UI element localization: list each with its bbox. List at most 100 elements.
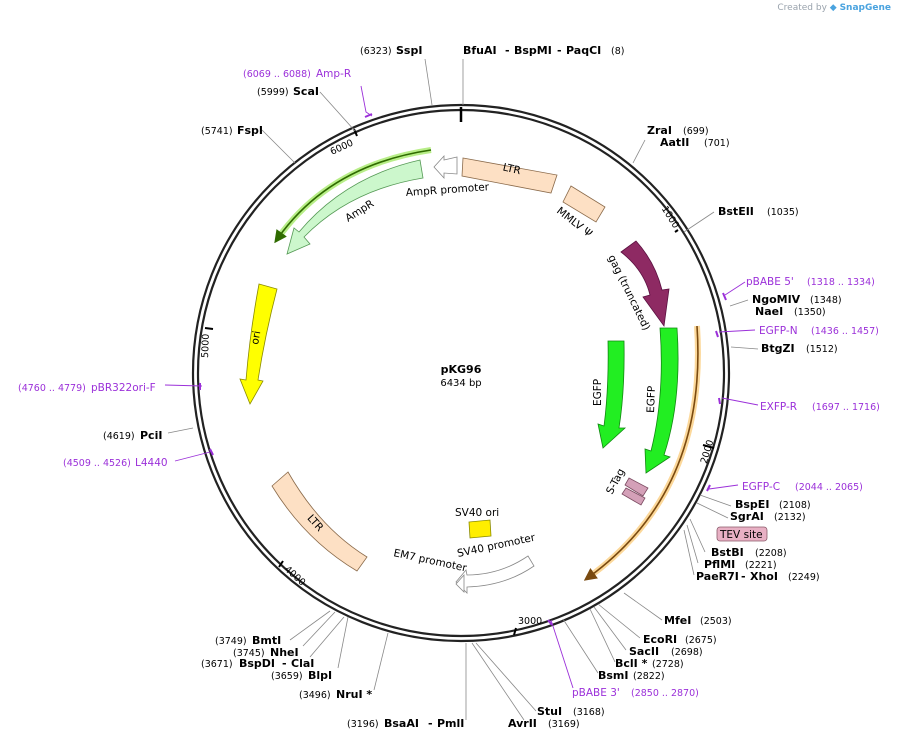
bcli-site[interactable]: BclI * <box>615 657 648 670</box>
aatii-position: (701) <box>704 138 730 149</box>
sspi-position: (6323) <box>360 46 392 57</box>
sv40-promoter-feature[interactable] <box>455 555 535 594</box>
bspmi-site[interactable]: BspMI <box>514 44 552 57</box>
btgzi-site[interactable]: BtgZI <box>761 342 795 355</box>
avrii-position: (3169) <box>548 719 580 730</box>
egfp-c-primer[interactable]: EGFP-C <box>742 481 780 493</box>
pbabe3-primer-range: (2850 .. 2870) <box>631 688 699 699</box>
credit-brand: SnapGene <box>839 3 891 13</box>
paer7i-site[interactable]: PaeR7I <box>696 570 739 583</box>
exfp-r-primer[interactable]: EXFP-R <box>760 401 797 413</box>
blpi-site[interactable]: BlpI <box>308 669 332 682</box>
sgrai-site[interactable]: SgrAI <box>730 510 764 523</box>
pcii-site[interactable]: PciI <box>140 429 162 442</box>
em7-promoter-feature[interactable] <box>455 573 465 593</box>
blpi-position: (3659) <box>271 671 303 682</box>
mfei-position: (2503) <box>700 616 732 627</box>
l4440-primer-range: (4509 .. 4526) <box>63 458 131 469</box>
bstbi-position: (2208) <box>755 548 787 559</box>
mfei-site[interactable]: MfeI <box>664 614 691 627</box>
avrii-site[interactable]: AvrII <box>508 717 537 730</box>
l4440-primer[interactable]: L4440 <box>135 457 168 469</box>
bfuai-position: (8) <box>611 46 624 57</box>
tick-1000: 1000 <box>659 204 681 230</box>
orf-outer-arc[interactable] <box>583 325 699 581</box>
naei-position: (1350) <box>794 307 826 318</box>
tev-site-badge[interactable]: TEV site <box>716 526 768 542</box>
sspi-site[interactable]: SspI <box>396 44 422 57</box>
bfuai-sep-1: - <box>505 44 510 57</box>
egfp-n-primer-range: (1436 .. 1457) <box>811 326 879 337</box>
bcli-position: (2728) <box>652 659 684 670</box>
pbabe5-primer-range: (1318 .. 1334) <box>807 277 875 288</box>
connector-lines <box>167 58 759 721</box>
ltr-bottom-feature[interactable] <box>271 471 368 572</box>
mmlv-psi-feature[interactable] <box>562 185 606 223</box>
pflmi-site[interactable]: PflMI <box>704 558 735 571</box>
bsmi-site[interactable]: BsmI <box>598 669 629 682</box>
ltr-top-feature[interactable] <box>461 157 558 194</box>
bmti-site[interactable]: BmtI <box>252 634 281 647</box>
snapgene-credit: Created by ◆ SnapGene <box>777 3 891 13</box>
egfp-feature-1[interactable] <box>597 340 627 449</box>
nrui-site[interactable]: NruI * <box>336 688 372 701</box>
amp-r-primer[interactable]: Amp-R <box>316 68 351 80</box>
bsaai-position: (3196) <box>347 719 379 730</box>
sv40-ori-feature[interactable] <box>468 519 492 539</box>
pmli-site[interactable]: PmlI <box>437 717 464 730</box>
bsaai-site[interactable]: BsaAI <box>384 717 419 730</box>
aatii-site[interactable]: AatII <box>660 136 689 149</box>
egfp-feature-2[interactable] <box>644 327 679 474</box>
egfp-n-primer[interactable]: EGFP-N <box>759 325 798 337</box>
sacii-site[interactable]: SacII <box>629 645 659 658</box>
ampr-promoter-label: AmpR promoter <box>405 181 490 199</box>
pbabe3-primer[interactable]: pBABE 3' <box>572 687 620 699</box>
stui-site[interactable]: StuI <box>537 705 562 718</box>
pflmi-position: (2221) <box>745 560 777 571</box>
btgzi-position: (1512) <box>806 344 838 355</box>
ecori-site[interactable]: EcoRI <box>643 633 677 646</box>
nhei-site[interactable]: NheI <box>270 646 299 659</box>
bspdi-site[interactable]: BspDI <box>239 657 275 670</box>
nrui-position: (3496) <box>299 690 331 701</box>
paqci-site[interactable]: PaqCI <box>566 44 601 57</box>
ori-feature[interactable] <box>239 283 278 405</box>
xhoi-site[interactable]: XhoI <box>750 570 778 583</box>
ampr-outer-arc[interactable] <box>274 149 432 244</box>
exfp-r-primer-range: (1697 .. 1716) <box>812 402 880 413</box>
plasmid-name: pKG96 <box>441 363 482 376</box>
fspi-site[interactable]: FspI <box>237 124 263 137</box>
naei-site[interactable]: NaeI <box>755 305 783 318</box>
scai-site[interactable]: ScaI <box>293 85 319 98</box>
primer-connectors <box>164 85 759 689</box>
gag-truncated-feature[interactable] <box>620 240 670 328</box>
pbabe5-primer[interactable]: pBABE 5' <box>746 276 794 288</box>
pbr322ori-f-primer[interactable]: pBR322ori-F <box>91 382 156 394</box>
nhei-position: (3745) <box>233 648 265 659</box>
paer7i-sep: - <box>741 570 746 583</box>
egfp-label-1: EGFP <box>592 379 604 406</box>
bspdi-position: (3671) <box>201 659 233 670</box>
zrai-site[interactable]: ZraI <box>647 124 672 137</box>
primer-ticks <box>199 113 727 626</box>
backbone <box>191 103 731 643</box>
sgrai-position: (2132) <box>774 512 806 523</box>
ecori-position: (2675) <box>685 635 717 646</box>
bspei-position: (2108) <box>779 500 811 511</box>
bspei-site[interactable]: BspEI <box>735 498 769 511</box>
bmti-position: (3749) <box>215 636 247 647</box>
snapgene-logo-icon: ◆ <box>829 3 837 13</box>
ampr-promoter-feature[interactable] <box>433 154 458 180</box>
s-tag-feature-2[interactable] <box>621 487 646 506</box>
bspdi-sep: - <box>282 657 287 670</box>
ngomiv-site[interactable]: NgoMIV <box>752 293 801 306</box>
zrai-position: (699) <box>683 126 709 137</box>
bsteii-site[interactable]: BstEII <box>718 205 754 218</box>
bfuai-site[interactable]: BfuAI <box>463 44 497 57</box>
bstbi-site[interactable]: BstBI <box>711 546 744 559</box>
s-tag-feature[interactable] <box>624 477 649 497</box>
ampr-feature[interactable] <box>286 159 424 255</box>
scai-position: (5999) <box>257 87 289 98</box>
clai-site[interactable]: ClaI <box>291 657 314 670</box>
